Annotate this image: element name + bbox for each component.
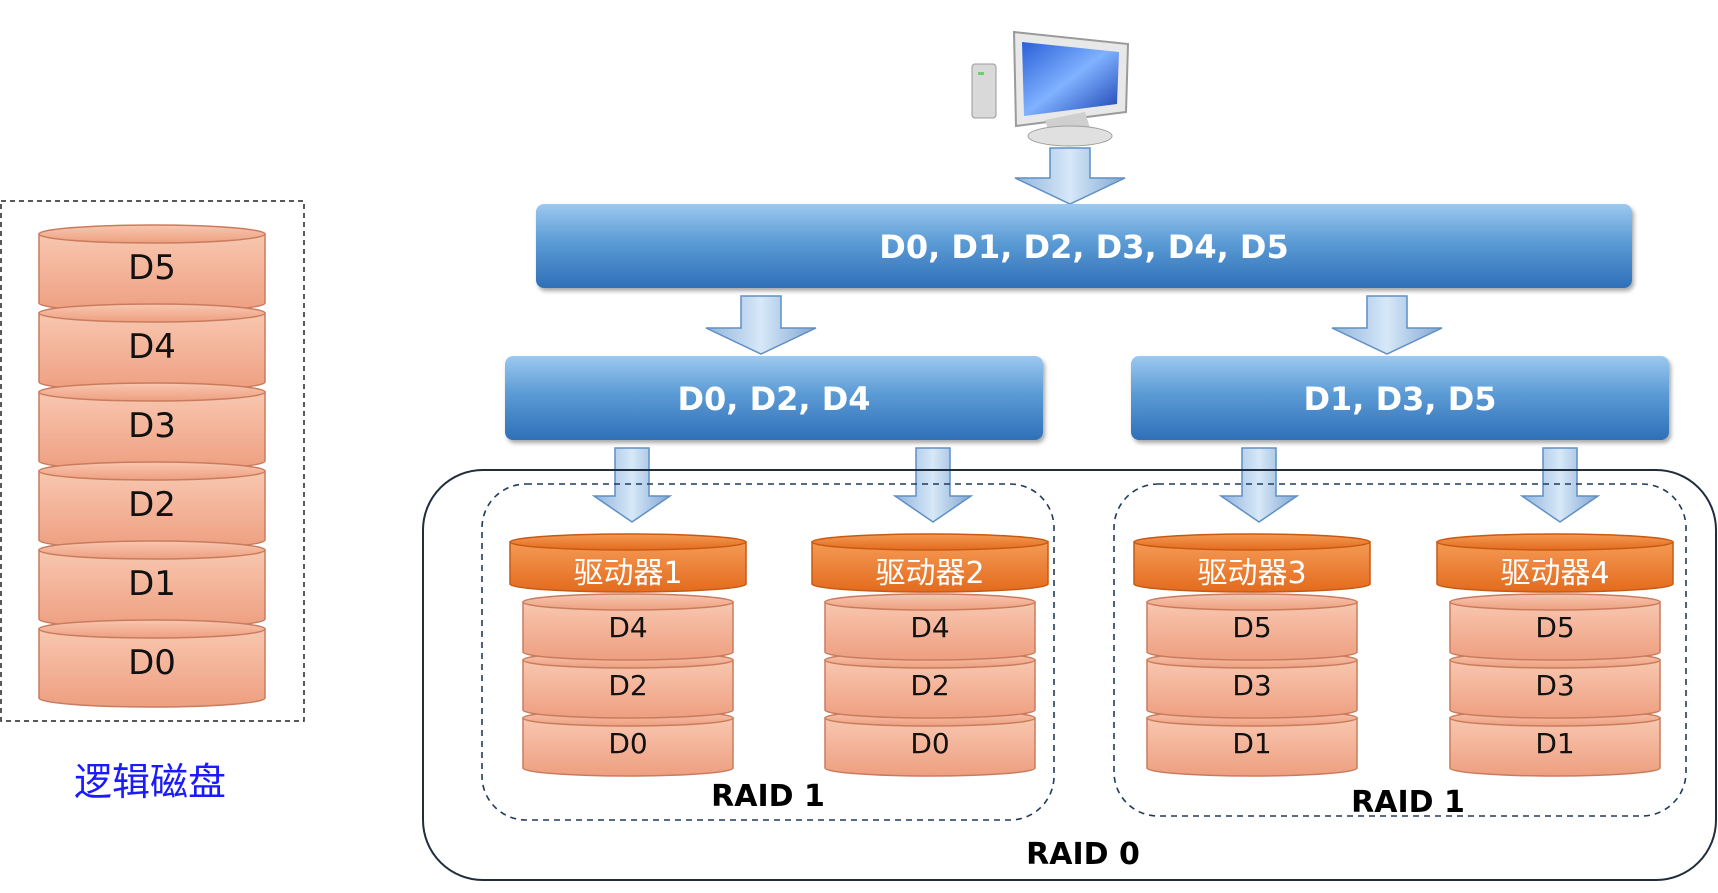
top-bar-label: D0, D1, D2, D3, D4, D5 xyxy=(879,228,1288,266)
drive: D0 D2 D4 驱动器2 xyxy=(811,533,1049,777)
drive-block: D1 xyxy=(1449,709,1661,777)
drive-block: D4 xyxy=(824,593,1036,661)
drive-block-label: D1 xyxy=(1535,727,1574,760)
drive-label: 驱动器1 xyxy=(573,556,682,591)
arrow-down-icon xyxy=(1218,447,1300,523)
logical-disk-segment-label: D0 xyxy=(128,643,176,683)
drive-header: 驱动器3 xyxy=(1133,533,1371,593)
logical-disk-segment: D3 xyxy=(38,382,266,471)
right-bar-label: D1, D3, D5 xyxy=(1303,380,1496,418)
drive-block-label: D2 xyxy=(608,669,647,702)
drive-label: 驱动器2 xyxy=(875,556,984,591)
logical-disk-segment: D2 xyxy=(38,461,266,550)
logical-disk-segment: D4 xyxy=(38,303,266,392)
logical-disk-segment-label: D2 xyxy=(128,485,176,525)
drive-block: D2 xyxy=(522,651,734,719)
logical-disk-segment-label: D4 xyxy=(128,327,176,367)
logical-disk-segment: D5 xyxy=(38,224,266,313)
right-stripe-bar xyxy=(1131,356,1669,440)
drive-block: D1 xyxy=(1146,709,1358,777)
drive-block-label: D1 xyxy=(1232,727,1271,760)
drive-block: D2 xyxy=(824,651,1036,719)
drive: D1 D3 D5 驱动器4 xyxy=(1436,533,1674,777)
raid0-label: RAID 0 xyxy=(1026,837,1140,872)
arrow-down-icon xyxy=(892,447,974,523)
drive-block-label: D5 xyxy=(1232,611,1271,644)
drive-block: D4 xyxy=(522,593,734,661)
drive-label: 驱动器3 xyxy=(1197,556,1306,591)
logical-disk-segment: D0 xyxy=(38,619,266,708)
drive: D1 D3 D5 驱动器3 xyxy=(1133,533,1371,777)
drive-block: D5 xyxy=(1449,593,1661,661)
arrow-down-icon xyxy=(1331,295,1443,355)
drive-block: D5 xyxy=(1146,593,1358,661)
raid0-frame xyxy=(422,469,1717,881)
logical-disk-label: 逻辑磁盘 xyxy=(74,760,226,804)
logical-disk-segment-label: D1 xyxy=(128,564,176,604)
drive-label: 驱动器4 xyxy=(1500,556,1609,591)
logical-disk-frame xyxy=(0,200,305,722)
drive-block-label: D5 xyxy=(1535,611,1574,644)
arrow-down-icon xyxy=(1014,147,1126,205)
drive-header: 驱动器4 xyxy=(1436,533,1674,593)
drive-block-label: D4 xyxy=(910,611,949,644)
computer-icon xyxy=(971,30,1130,147)
left-stripe-bar xyxy=(505,356,1043,440)
drive-header: 驱动器2 xyxy=(811,533,1049,593)
drive-block: D3 xyxy=(1449,651,1661,719)
top-stripe-bar xyxy=(536,204,1632,288)
logical-disk-segment-label: D3 xyxy=(128,406,176,446)
drive-block-label: D0 xyxy=(910,727,949,760)
left-bar-label: D0, D2, D4 xyxy=(677,380,870,418)
arrow-down-icon xyxy=(1519,447,1601,523)
drive-block: D3 xyxy=(1146,651,1358,719)
arrow-down-icon xyxy=(705,295,817,355)
logical-disk-segment-label: D5 xyxy=(128,248,176,288)
drive-block: D0 xyxy=(522,709,734,777)
drive-block-label: D3 xyxy=(1232,669,1271,702)
logical-disk-segment: D1 xyxy=(38,540,266,629)
drive-block-label: D2 xyxy=(910,669,949,702)
arrow-down-icon xyxy=(591,447,673,523)
raid1-left-label: RAID 1 xyxy=(711,779,825,814)
drive-block-label: D4 xyxy=(608,611,647,644)
drive-block-label: D0 xyxy=(608,727,647,760)
raid1-right-label: RAID 1 xyxy=(1351,785,1465,820)
drive-block: D0 xyxy=(824,709,1036,777)
drive: D0 D2 D4 驱动器1 xyxy=(509,533,747,777)
drive-header: 驱动器1 xyxy=(509,533,747,593)
drive-block-label: D3 xyxy=(1535,669,1574,702)
raid1-group-right-frame xyxy=(1113,483,1687,817)
raid1-group-left-frame xyxy=(481,483,1055,821)
